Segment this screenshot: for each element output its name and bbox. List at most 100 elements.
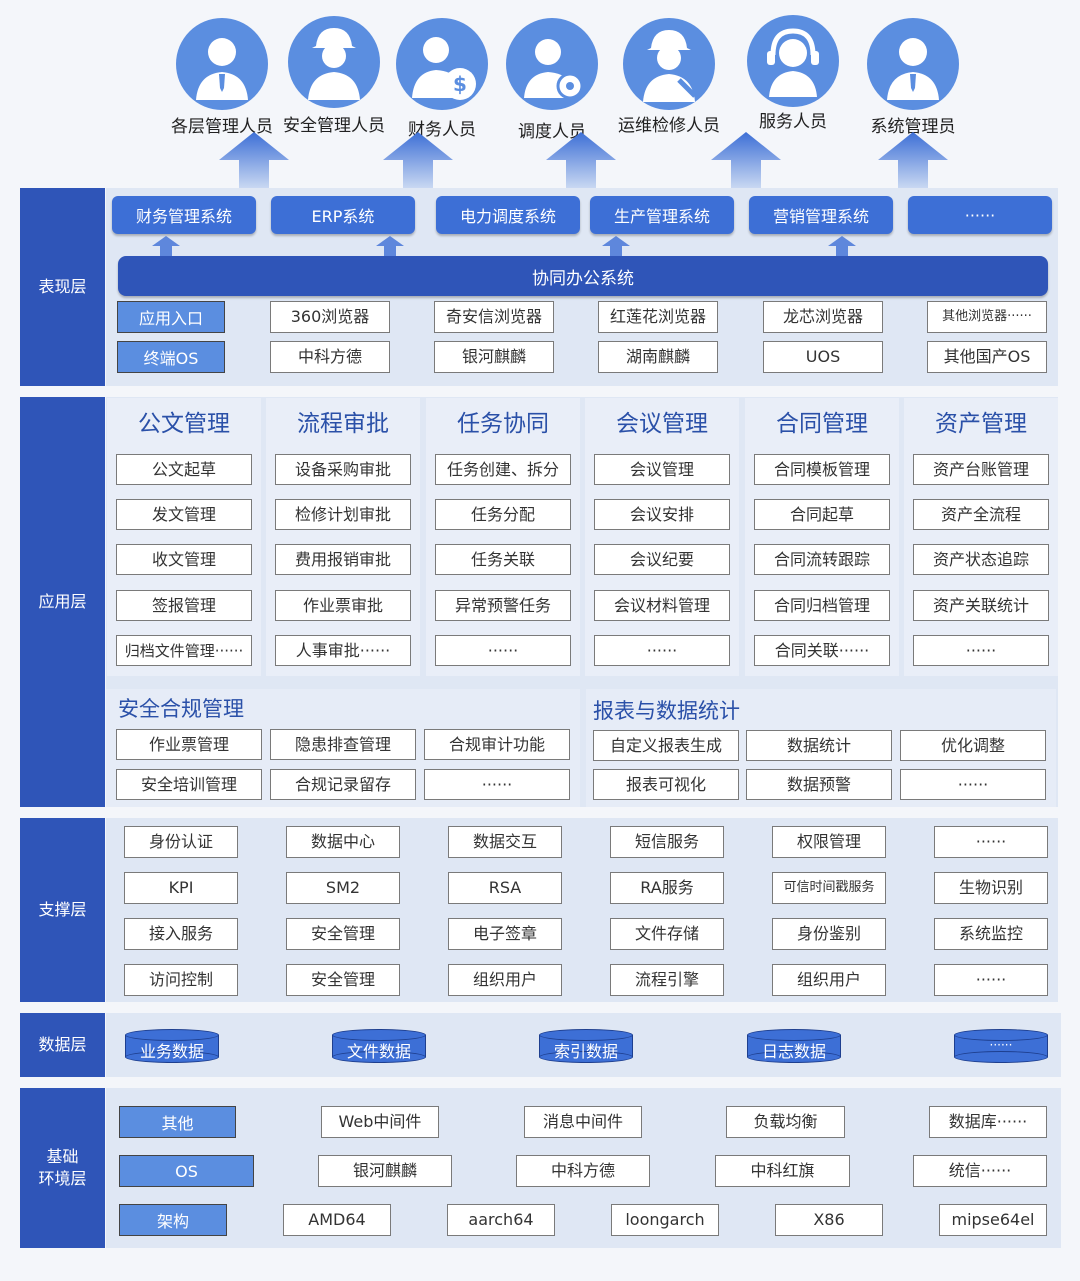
report-item[interactable]: 自定义报表生成 — [593, 730, 739, 761]
browser-item[interactable]: 龙芯浏览器 — [763, 301, 883, 333]
infra-middleware-item[interactable]: Web中间件 — [321, 1106, 439, 1138]
system-button-1[interactable]: ERP系统 — [271, 196, 415, 234]
app-item[interactable]: 资产全流程 — [913, 499, 1049, 530]
app-item[interactable]: 资产关联统计 — [913, 590, 1049, 621]
app-item[interactable]: 任务关联 — [435, 544, 571, 575]
support-item[interactable]: RSA — [448, 872, 562, 904]
infra-os-item[interactable]: 中科方德 — [516, 1155, 650, 1187]
support-item[interactable]: 身份认证 — [124, 826, 238, 858]
system-button-2[interactable]: 电力调度系统 — [436, 196, 580, 234]
support-item[interactable]: RA服务 — [610, 872, 724, 904]
report-item[interactable]: 数据统计 — [746, 730, 892, 761]
os-item[interactable]: 其他国产OS — [927, 341, 1047, 373]
safety-item[interactable]: ······ — [424, 769, 570, 800]
browser-item[interactable]: 红莲花浏览器 — [598, 301, 718, 333]
app-item[interactable]: 费用报销审批 — [275, 544, 411, 575]
os-item[interactable]: 银河麒麟 — [434, 341, 554, 373]
support-item[interactable]: 短信服务 — [610, 826, 724, 858]
support-item[interactable]: 系统监控 — [934, 918, 1048, 950]
safety-item[interactable]: 合规记录留存 — [270, 769, 416, 800]
app-item[interactable]: 设备采购审批 — [275, 454, 411, 485]
support-item[interactable]: 数据中心 — [286, 826, 400, 858]
safety-item[interactable]: 作业票管理 — [116, 729, 262, 760]
infra-os-item[interactable]: 银河麒麟 — [318, 1155, 452, 1187]
os-item[interactable]: UOS — [763, 341, 883, 373]
app-item[interactable]: 合同模板管理 — [754, 454, 890, 485]
support-item[interactable]: 可信时间戳服务 — [772, 872, 886, 904]
support-item[interactable]: 安全管理 — [286, 918, 400, 950]
app-item[interactable]: 检修计划审批 — [275, 499, 411, 530]
report-item[interactable]: 数据预警 — [746, 769, 892, 800]
infra-middleware-item[interactable]: 负载均衡 — [726, 1106, 845, 1138]
browser-item[interactable]: 其他浏览器······ — [927, 301, 1047, 333]
database-cylinder-icon[interactable]: ······ — [954, 1029, 1048, 1063]
database-cylinder-icon[interactable]: 业务数据 — [125, 1029, 219, 1063]
browser-item[interactable]: 奇安信浏览器 — [434, 301, 554, 333]
database-cylinder-icon[interactable]: 日志数据 — [747, 1029, 841, 1063]
support-item[interactable]: 接入服务 — [124, 918, 238, 950]
support-item[interactable]: 组织用户 — [448, 964, 562, 996]
app-item[interactable]: 合同流转跟踪 — [754, 544, 890, 575]
collaborative-office-bar[interactable]: 协同办公系统 — [118, 256, 1048, 296]
report-item[interactable]: ······ — [900, 769, 1046, 800]
system-button-4[interactable]: 营销管理系统 — [749, 196, 893, 234]
os-item[interactable]: 中科方德 — [270, 341, 390, 373]
safety-item[interactable]: 隐患排查管理 — [270, 729, 416, 760]
safety-item[interactable]: 合规审计功能 — [424, 729, 570, 760]
support-item[interactable]: 访问控制 — [124, 964, 238, 996]
support-item[interactable]: 权限管理 — [772, 826, 886, 858]
report-item[interactable]: 报表可视化 — [593, 769, 739, 800]
support-item[interactable]: 文件存储 — [610, 918, 724, 950]
app-item[interactable]: 收文管理 — [116, 544, 252, 575]
app-item[interactable]: 合同关联······ — [754, 635, 890, 666]
support-item[interactable]: 电子签章 — [448, 918, 562, 950]
app-item[interactable]: 会议管理 — [594, 454, 730, 485]
support-item[interactable]: 数据交互 — [448, 826, 562, 858]
system-button-0[interactable]: 财务管理系统 — [112, 196, 256, 234]
infra-arch-item[interactable]: loongarch — [611, 1204, 719, 1236]
report-item[interactable]: 优化调整 — [900, 730, 1046, 761]
infra-arch-item[interactable]: AMD64 — [283, 1204, 391, 1236]
app-item[interactable]: 发文管理 — [116, 499, 252, 530]
app-item[interactable]: 会议纪要 — [594, 544, 730, 575]
infra-middleware-item[interactable]: 消息中间件 — [524, 1106, 642, 1138]
os-item[interactable]: 湖南麒麟 — [598, 341, 718, 373]
app-item[interactable]: 资产状态追踪 — [913, 544, 1049, 575]
infra-arch-item[interactable]: mipse64el — [939, 1204, 1047, 1236]
app-item[interactable]: 人事审批······ — [275, 635, 411, 666]
infra-os-item[interactable]: 中科红旗 — [715, 1155, 850, 1187]
app-item[interactable]: 任务创建、拆分 — [435, 454, 571, 485]
app-item[interactable]: ······ — [913, 635, 1049, 666]
support-item[interactable]: ······ — [934, 964, 1048, 996]
app-item[interactable]: ······ — [435, 635, 571, 666]
infra-arch-item[interactable]: aarch64 — [447, 1204, 555, 1236]
app-item[interactable]: 任务分配 — [435, 499, 571, 530]
support-item[interactable]: SM2 — [286, 872, 400, 904]
safety-item[interactable]: 安全培训管理 — [116, 769, 262, 800]
support-item[interactable]: 生物识别 — [934, 872, 1048, 904]
infra-middleware-item[interactable]: 数据库······ — [929, 1106, 1047, 1138]
support-item[interactable]: ······ — [934, 826, 1048, 858]
app-item[interactable]: 公文起草 — [116, 454, 252, 485]
app-item[interactable]: 合同起草 — [754, 499, 890, 530]
support-item[interactable]: 流程引擎 — [610, 964, 724, 996]
database-cylinder-icon[interactable]: 索引数据 — [539, 1029, 633, 1063]
app-item[interactable]: 资产台账管理 — [913, 454, 1049, 485]
app-item[interactable]: 归档文件管理······ — [116, 635, 252, 666]
support-item[interactable]: KPI — [124, 872, 238, 904]
infra-os-item[interactable]: 统信······ — [913, 1155, 1047, 1187]
app-item[interactable]: 作业票审批 — [275, 590, 411, 621]
app-item[interactable]: ······ — [594, 635, 730, 666]
system-button-3[interactable]: 生产管理系统 — [590, 196, 734, 234]
app-item[interactable]: 会议材料管理 — [594, 590, 730, 621]
app-item[interactable]: 异常预警任务 — [435, 590, 571, 621]
infra-arch-item[interactable]: X86 — [775, 1204, 883, 1236]
app-item[interactable]: 合同归档管理 — [754, 590, 890, 621]
system-button-5[interactable]: ······ — [908, 196, 1052, 234]
support-item[interactable]: 身份鉴别 — [772, 918, 886, 950]
support-item[interactable]: 组织用户 — [772, 964, 886, 996]
browser-item[interactable]: 360浏览器 — [270, 301, 390, 333]
app-item[interactable]: 签报管理 — [116, 590, 252, 621]
support-item[interactable]: 安全管理 — [286, 964, 400, 996]
database-cylinder-icon[interactable]: 文件数据 — [332, 1029, 426, 1063]
